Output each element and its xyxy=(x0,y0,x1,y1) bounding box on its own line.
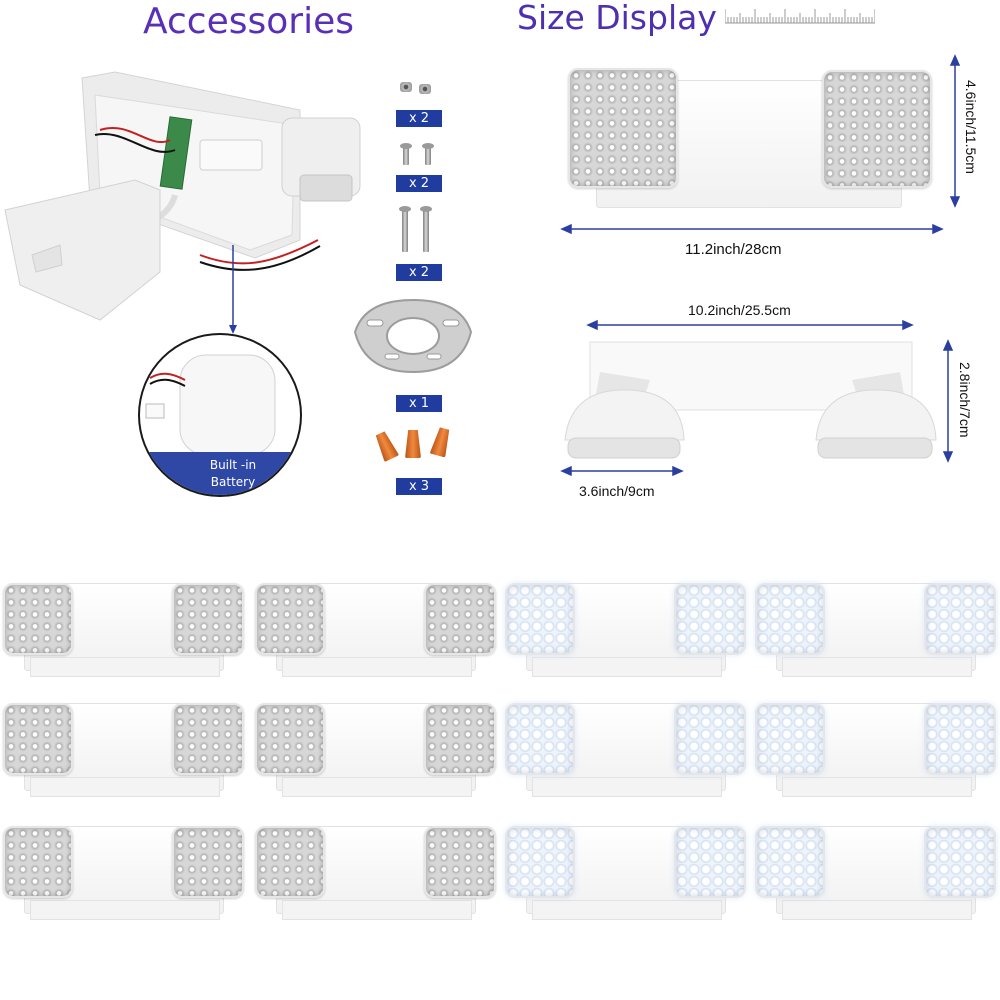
qty-badge: x 2 xyxy=(396,110,442,127)
short-screw-icon xyxy=(422,143,434,165)
qty-badge: x 3 xyxy=(396,478,442,495)
unit-base xyxy=(782,900,972,920)
lamp-head-right xyxy=(172,826,244,898)
lamp-head-left xyxy=(3,703,73,775)
unit-base xyxy=(282,777,472,797)
nut-icon xyxy=(419,84,431,94)
lamp-head-right xyxy=(172,583,244,655)
battery-label: Built -in Battery xyxy=(209,458,257,489)
lamp-head-left xyxy=(505,583,575,655)
lamp-head-left xyxy=(3,826,73,898)
unit-base xyxy=(782,777,972,797)
product-unit xyxy=(252,818,500,928)
lamp-head-left xyxy=(505,826,575,898)
unit-base xyxy=(282,657,472,677)
qty-badge: x 2 xyxy=(396,175,442,192)
bottom-width-dimension-label: 10.2inch/25.5cm xyxy=(688,302,791,318)
lamp-head-left xyxy=(755,826,825,898)
size-display-heading: Size Display xyxy=(517,0,717,37)
product-unit xyxy=(0,818,248,928)
lamp-head-right xyxy=(674,703,746,775)
lamp-head-left xyxy=(755,703,825,775)
long-screw-icon xyxy=(420,206,432,252)
mounting-plate-icon xyxy=(353,298,473,374)
lamp-head-right xyxy=(674,583,746,655)
unit-base xyxy=(30,777,220,797)
qty-badge: x 1 xyxy=(396,395,442,412)
lamp-head-right xyxy=(424,826,496,898)
lamp-head-right xyxy=(924,583,996,655)
product-unit xyxy=(502,818,750,928)
unit-base xyxy=(30,657,220,677)
front-view-unit xyxy=(560,60,942,220)
short-screw-icon xyxy=(400,143,412,165)
lamp-head-left xyxy=(3,583,73,655)
unit-base xyxy=(282,900,472,920)
product-unit xyxy=(0,695,248,805)
ruler-icon xyxy=(725,9,875,24)
lamp-head-left xyxy=(568,68,678,188)
lamp-head-left xyxy=(255,826,325,898)
opened-housing xyxy=(4,71,361,321)
lamp-head-right xyxy=(172,703,244,775)
unit-base xyxy=(30,900,220,920)
nut-icon xyxy=(400,82,412,92)
width-dimension-label: 11.2inch/28cm xyxy=(685,241,782,258)
unit-base xyxy=(532,900,722,920)
product-unit xyxy=(752,818,1000,928)
lamp-head-left xyxy=(255,703,325,775)
lamp-head-left xyxy=(505,703,575,775)
product-unit xyxy=(752,575,1000,685)
unit-base xyxy=(532,777,722,797)
lamp-head-right xyxy=(424,583,496,655)
lamp-head-right xyxy=(822,70,932,188)
qty-badge: x 2 xyxy=(396,264,442,281)
lamp-head-left xyxy=(255,583,325,655)
lamp-head-left xyxy=(755,583,825,655)
dimension-lines xyxy=(560,54,961,477)
product-unit xyxy=(252,575,500,685)
lamp-head-right xyxy=(674,826,746,898)
bottom-view-unit xyxy=(564,341,937,459)
unit-base xyxy=(782,657,972,677)
unit-base xyxy=(532,657,722,677)
depth-dimension-label: 2.8inch/7cm xyxy=(957,362,973,438)
product-unit xyxy=(252,695,500,805)
wire-nut-icon xyxy=(405,430,421,458)
product-unit xyxy=(752,695,1000,805)
product-unit xyxy=(0,575,248,685)
lamp-head-right xyxy=(924,826,996,898)
height-dimension-label: 4.6inch/11.5cm xyxy=(963,80,979,174)
long-screw-icon xyxy=(399,206,411,252)
lamp-head-right xyxy=(924,703,996,775)
accessories-heading: Accessories xyxy=(143,1,354,42)
product-unit xyxy=(502,695,750,805)
lamp-width-dimension-label: 3.6inch/9cm xyxy=(579,483,655,499)
product-unit xyxy=(502,575,750,685)
lamp-head-right xyxy=(424,703,496,775)
